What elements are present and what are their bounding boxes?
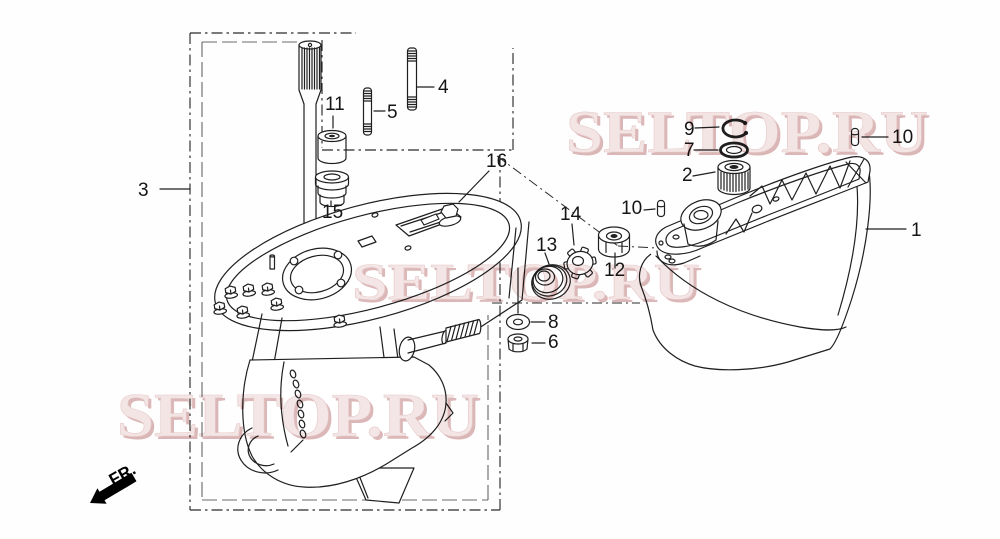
washer-7 <box>719 141 749 159</box>
callout-4: 4 <box>438 77 449 98</box>
callout-12: 12 <box>604 260 625 281</box>
assembly-boundary-box <box>189 32 514 511</box>
castle-nut-12 <box>597 226 631 258</box>
callout-16: 16 <box>486 151 507 172</box>
water-seal-15 <box>314 170 350 208</box>
watermark-middle: SELTOP.RU <box>352 254 700 311</box>
fr-arrow-icon <box>90 472 137 504</box>
washer-8 <box>505 313 531 331</box>
stud-bolt-5 <box>362 87 373 136</box>
callout-13: 13 <box>536 235 557 256</box>
callout-7: 7 <box>684 140 695 161</box>
vent-slots <box>289 369 307 439</box>
needle-bearing-2 <box>717 159 751 196</box>
callout-8: 8 <box>548 312 559 333</box>
callout-15: 15 <box>322 202 343 223</box>
callout-6: 6 <box>548 332 559 353</box>
gear-case-torpedo <box>237 356 454 504</box>
callout-2: 2 <box>682 165 693 186</box>
callout-5: 5 <box>387 102 398 123</box>
thrust-bushing-13 <box>531 264 571 300</box>
callout-11: 11 <box>325 94 345 115</box>
tab-washer-14 <box>563 246 597 280</box>
callout-3: 3 <box>138 180 149 201</box>
gear-case-top-deck <box>212 192 530 333</box>
fr-direction-indicator: FR. <box>90 460 139 504</box>
stud-bolt-4 <box>406 47 418 111</box>
snap-ring-9 <box>721 118 749 139</box>
watermarks: SELTOP.RU SELTOP.RU SELTOP.RU SELTOP.RU … <box>117 99 931 453</box>
watermark-bottom-left: SELTOP.RU <box>117 382 479 450</box>
bushing-11 <box>317 129 347 165</box>
dowel-pin-10-mid <box>656 199 666 218</box>
callout-10-right: 10 <box>892 127 913 148</box>
watermark-top-right-shadow: SELTOP.RU <box>569 102 931 168</box>
callout-labels: 3 11 5 4 15 16 9 7 2 10 10 1 12 13 14 8 … <box>138 77 922 353</box>
dowel-pin-10-right <box>850 127 860 147</box>
watermark-middle-shadow: SELTOP.RU <box>355 257 703 314</box>
propeller-shaft <box>398 318 482 362</box>
nut-6 <box>507 333 529 353</box>
leader-lines <box>159 86 907 344</box>
fr-label: FR. <box>106 460 139 490</box>
gear-case-assembly <box>212 40 530 504</box>
callout-10-mid: 10 <box>621 198 642 219</box>
extension-case <box>638 156 871 371</box>
callout-9: 9 <box>684 119 695 140</box>
watermark-top-right: SELTOP.RU <box>566 99 928 165</box>
watermark-bottom-left-shadow: SELTOP.RU <box>120 385 482 453</box>
callout-14: 14 <box>560 204 582 225</box>
callout-1: 1 <box>911 220 922 241</box>
